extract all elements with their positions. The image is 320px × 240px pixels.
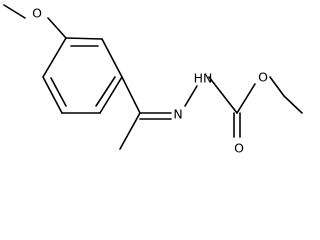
ethyl-bond-1: [269, 76, 285, 97]
chemical-structure: O N HN O O: [3, 4, 303, 156]
imine-methyl-bond: [119, 112, 141, 150]
n-n-bond: [184, 85, 198, 107]
ring-double-bond-inner-3: [50, 77, 67, 107]
nh-carbonyl-bond: [208, 76, 238, 114]
ring-bond-5: [42, 76, 63, 114]
ester-oxygen-label: O: [258, 70, 268, 85]
carbonyl-oxygen-label: O: [234, 141, 244, 156]
amide-nitrogen-label: HN: [194, 71, 213, 86]
ethyl-bond-2: [283, 95, 303, 114]
carbonyl-ester-oxygen-bond: [236, 83, 256, 114]
ring-bond-2: [101, 38, 123, 78]
hydrazone-nitrogen-label: N: [173, 107, 182, 122]
methoxy-ring-bond: [47, 17, 67, 39]
benzene-ring: [42, 37, 123, 114]
ring-double-bond-inner-2: [95, 76, 116, 107]
ring-bond-1: [65, 37, 103, 40]
methoxy-oxygen-label: O: [32, 6, 42, 21]
ring-bond-6: [42, 37, 67, 78]
ring-bond-3: [99, 76, 123, 114]
ring-imine-carbon-bond: [121, 76, 141, 114]
methoxy-methyl-bond: [3, 4, 26, 19]
